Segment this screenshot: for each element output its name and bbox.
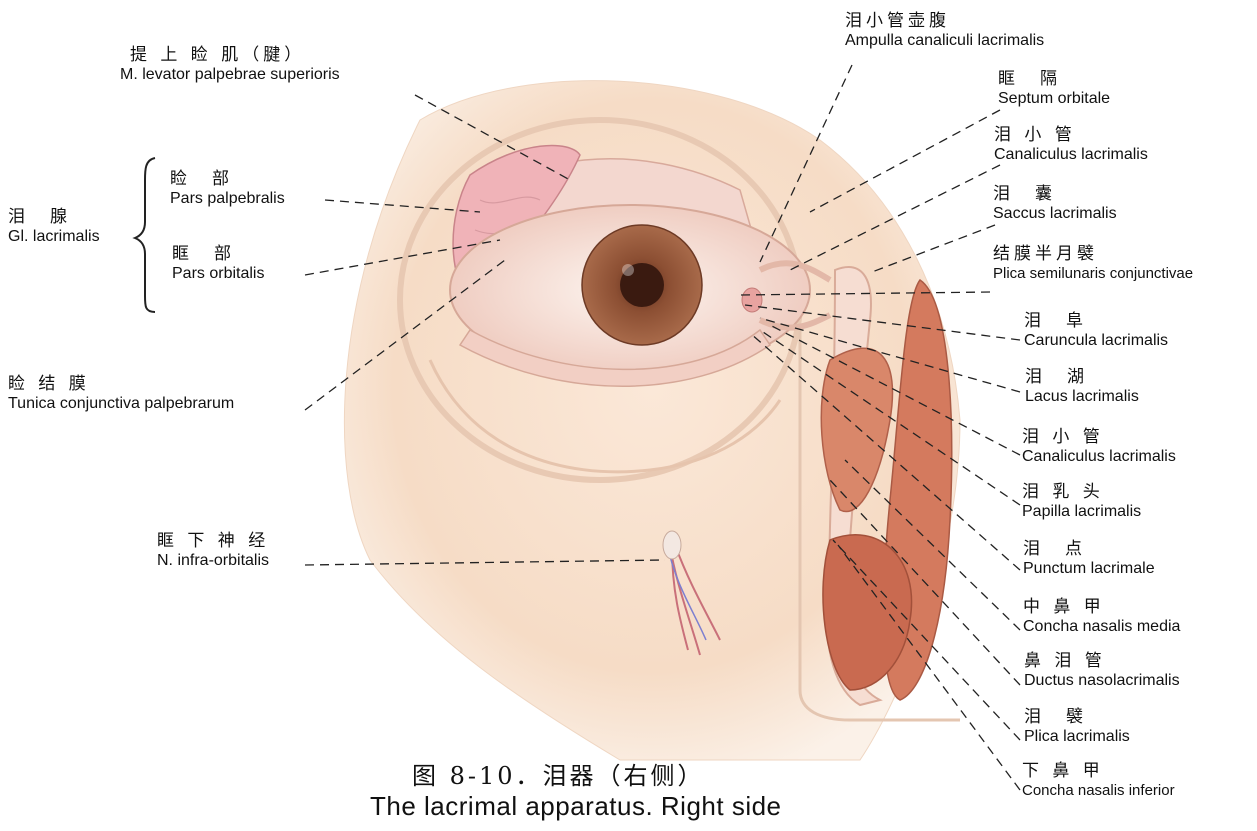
label-levator: 提 上 睑 肌（腱） M. levator palpebrae superior… (120, 45, 340, 83)
figure-caption: 图 8-10．泪器（右侧） The lacrimal apparatus. Ri… (370, 756, 890, 822)
label-infraorbital: 眶 下 神 经 N. infra-orbitalis (157, 531, 270, 569)
label-pars-palpebralis: 睑 部 Pars palpebralis (170, 169, 285, 207)
label-tunica: 睑 结 膜 Tunica conjunctiva palpebrarum (8, 374, 235, 412)
label-punctum: 泪 点 Punctum lacrimale (1023, 539, 1155, 577)
lower-orbit-fold (428, 359, 782, 474)
concha-inferior-shape (822, 534, 913, 691)
label-canaliculus-upper: 泪 小 管 Canaliculus lacrimalis (994, 125, 1148, 163)
label-plica-lacrimalis: 泪 襞 Plica lacrimalis (1024, 707, 1130, 745)
label-concha-inferior: 下 鼻 甲 Concha nasalis inferior (1022, 761, 1175, 799)
gland-brace (132, 157, 156, 313)
caption-cn: 图 8-10．泪器（右侧） (412, 762, 705, 790)
pupil (620, 263, 664, 307)
label-concha-media: 中 鼻 甲 Concha nasalis media (1023, 597, 1181, 635)
lower-canaliculus (758, 312, 832, 331)
label-pars-orbitalis: 眶 部 Pars orbitalis (172, 244, 265, 282)
label-canaliculus-lower: 泪 小 管 Canaliculus lacrimalis (1022, 427, 1176, 465)
label-gland: 泪 腺 Gl. lacrimalis (8, 207, 100, 245)
label-ampulla: 泪小管壶腹 Ampulla canaliculi lacrimalis (845, 11, 1045, 49)
label-papilla: 泪 乳 头 Papilla lacrimalis (1022, 482, 1142, 520)
label-ductus: 鼻 泪 管 Ductus nasolacrimalis (1024, 651, 1180, 689)
leader-lines (304, 64, 1021, 791)
concha-media-shape (820, 347, 894, 513)
label-septum: 眶 隔 Septum orbitale (998, 69, 1111, 107)
label-caruncula: 泪 阜 Caruncula lacrimalis (1024, 311, 1169, 349)
label-saccus: 泪 囊 Saccus lacrimalis (993, 184, 1117, 222)
label-plica-semilunaris: 结膜半月襞 Plica semilunaris conjunctivae (993, 244, 1194, 282)
caruncle (741, 287, 763, 313)
lower-lid (458, 328, 772, 387)
upper-canaliculus (758, 260, 832, 283)
label-lacus: 泪 湖 Lacus lacrimalis (1025, 367, 1139, 405)
caption-en: The lacrimal apparatus. Right side (370, 791, 782, 821)
